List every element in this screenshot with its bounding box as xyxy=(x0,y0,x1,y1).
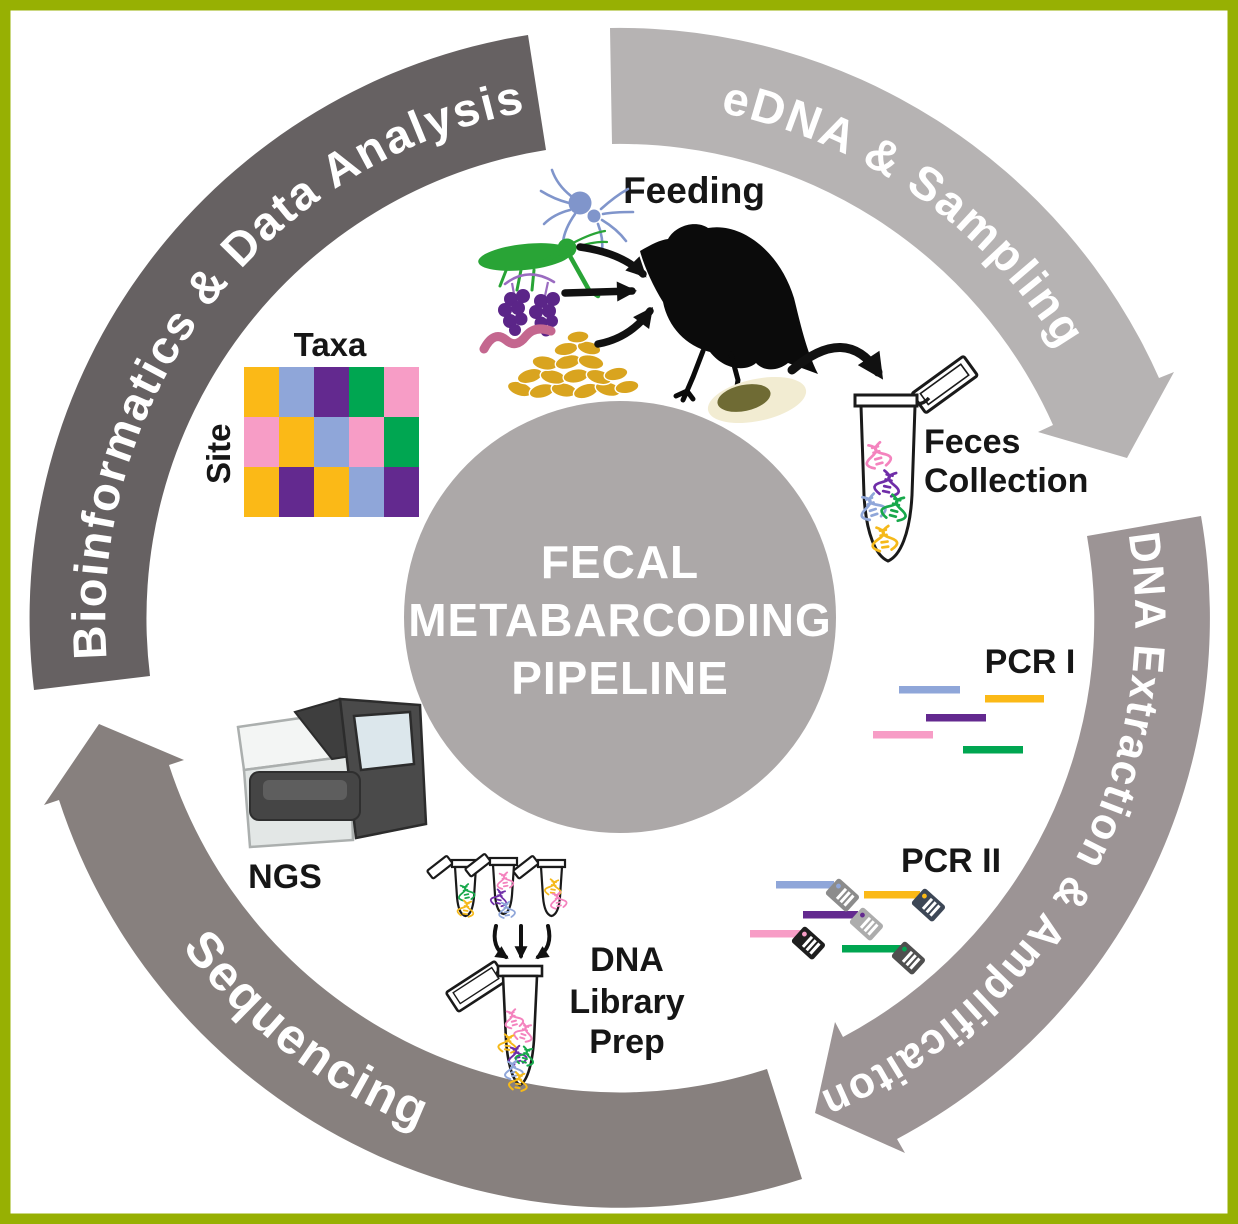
center-title-line1: FECAL xyxy=(541,536,699,588)
pcr1-bar xyxy=(926,714,986,722)
heatmap-cell xyxy=(314,467,349,517)
heatmap-cell xyxy=(244,467,279,517)
heatmap-cell xyxy=(244,367,279,417)
pcr1-bar xyxy=(963,746,1023,754)
heatmap-cell xyxy=(314,417,349,467)
pcr2-bar xyxy=(776,881,834,889)
library-prep-label-line2: Library xyxy=(569,983,684,1021)
step-library-prep: DNA Library Prep xyxy=(425,852,685,1093)
pcr2-tags xyxy=(791,878,946,975)
feces-collection-label-line2: Collection xyxy=(924,462,1088,500)
heatmap-cell xyxy=(279,467,314,517)
heatmap-cell xyxy=(384,367,419,417)
arc-bioinformatics xyxy=(29,35,547,690)
index-tag-icon xyxy=(911,888,946,922)
feeding-arrows xyxy=(561,243,654,348)
step-feces-collection: Feces Collection xyxy=(853,355,1088,563)
heatmap-cell xyxy=(244,417,279,467)
pcr2-label: PCR II xyxy=(901,842,1001,880)
heatmap-cell xyxy=(349,467,384,517)
pcr1-bars xyxy=(873,686,1044,754)
feeding-label: Feeding xyxy=(623,170,765,211)
heatmap-cell xyxy=(384,467,419,517)
pcr2-bar xyxy=(864,891,920,899)
pcr1-bar xyxy=(985,695,1044,703)
pcr2-bar xyxy=(803,911,858,919)
heatmap-row-label: Site xyxy=(200,423,237,484)
arc-edna-sampling xyxy=(610,27,1174,458)
arc-dna-extraction xyxy=(815,516,1210,1153)
heatmap-cell xyxy=(314,367,349,417)
pooling-arrows xyxy=(492,924,552,960)
step-feeding: Feeding xyxy=(478,168,884,424)
pcr1-bar xyxy=(899,686,960,694)
spider-icon xyxy=(539,168,635,254)
arrow-to-tube xyxy=(787,343,884,380)
index-tag-icon xyxy=(791,926,826,960)
pcr2-bars xyxy=(750,881,920,953)
arc-sequencing xyxy=(44,724,802,1208)
step-data-analysis: Taxa Site xyxy=(200,326,419,517)
worm-icon xyxy=(479,324,556,354)
center-title-line2: METABARCODING xyxy=(408,594,832,646)
pcr2-bar xyxy=(842,945,901,953)
library-prep-label-line3: Prep xyxy=(589,1023,665,1061)
center-hub: FECAL METABARCODING PIPELINE xyxy=(404,401,836,833)
center-circle xyxy=(404,401,836,833)
feces-icon xyxy=(707,376,807,424)
collection-tube-icon xyxy=(853,355,979,563)
index-tag-icon xyxy=(849,907,884,941)
step-ngs: NGS xyxy=(236,697,428,896)
step-pcr2: PCR II xyxy=(750,842,1001,975)
heatmap-cell xyxy=(279,417,314,467)
center-title-line3: PIPELINE xyxy=(511,652,729,704)
pcr1-label: PCR I xyxy=(985,643,1076,681)
heatmap xyxy=(244,367,419,517)
ngs-machine-icon xyxy=(236,697,428,849)
step-pcr1: PCR I xyxy=(873,643,1075,754)
heatmap-cell xyxy=(279,367,314,417)
heatmap-cell xyxy=(349,417,384,467)
library-prep-label-line1: DNA xyxy=(590,941,664,979)
library-tube-icon xyxy=(445,960,544,1093)
pcr2-bar xyxy=(750,930,801,938)
heatmap-cell xyxy=(349,367,384,417)
pcr1-bar xyxy=(873,731,933,739)
seeds-icon xyxy=(506,330,640,400)
index-tag-icon xyxy=(825,878,860,912)
index-tag-icon xyxy=(891,941,926,975)
feces-collection-label-line1: Feces xyxy=(924,423,1020,461)
heatmap-cell xyxy=(384,417,419,467)
heatmap-col-label: Taxa xyxy=(294,326,367,363)
ngs-label: NGS xyxy=(248,858,322,896)
